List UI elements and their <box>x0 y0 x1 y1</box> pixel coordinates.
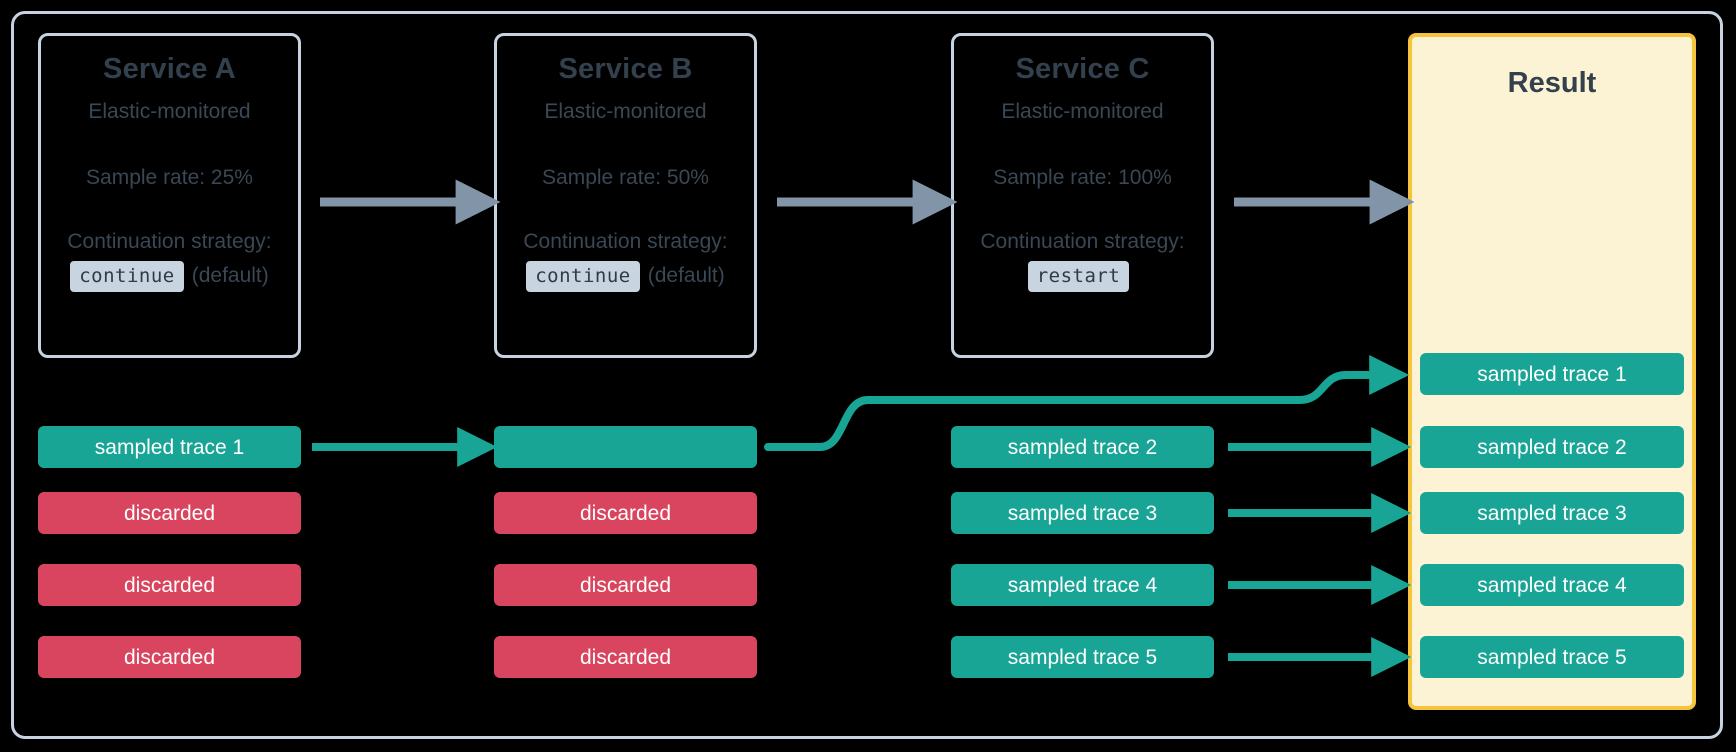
service-c-title: Service C <box>1015 53 1150 85</box>
trace-chip-c-4: sampled trace 5 <box>951 636 1214 678</box>
service-b-strategy: Continuation strategy: continue (default… <box>523 228 728 293</box>
service-b-sample-rate: Sample rate: 50% <box>542 166 709 190</box>
service-a-strategy-note: (default) <box>191 264 269 288</box>
service-c-strategy-label: Continuation strategy: <box>980 230 1185 254</box>
trace-chip-b-4: discarded <box>494 636 757 678</box>
trace-chip-b-3: discarded <box>494 564 757 606</box>
result-chip-2: sampled trace 2 <box>1420 426 1684 468</box>
service-a-subtitle: Elastic-monitored <box>88 99 251 123</box>
service-b-subtitle: Elastic-monitored <box>544 99 707 123</box>
service-panel-a: Service A Elastic-monitored Sample rate:… <box>38 33 301 358</box>
diagram-outer-frame <box>11 11 1723 739</box>
service-a-sample-rate: Sample rate: 25% <box>86 166 253 190</box>
trace-chip-a-3: discarded <box>38 564 301 606</box>
result-title: Result <box>1507 67 1597 99</box>
trace-chip-a-4: discarded <box>38 636 301 678</box>
service-a-title: Service A <box>103 53 236 85</box>
service-b-strategy-label: Continuation strategy: <box>523 230 728 254</box>
service-c-sample-rate: Sample rate: 100% <box>993 166 1172 190</box>
result-chip-3: sampled trace 3 <box>1420 492 1684 534</box>
service-a-strategy-value: continue <box>70 260 184 293</box>
trace-chip-b-1 <box>494 426 757 468</box>
result-chip-4: sampled trace 4 <box>1420 564 1684 606</box>
service-c-strategy-value: restart <box>1027 260 1130 293</box>
service-a-strategy: Continuation strategy: continue (default… <box>67 228 272 293</box>
trace-chip-c-2: sampled trace 3 <box>951 492 1214 534</box>
trace-chip-a-2: discarded <box>38 492 301 534</box>
service-b-strategy-value: continue <box>526 260 640 293</box>
service-panel-b: Service B Elastic-monitored Sample rate:… <box>494 33 757 358</box>
service-b-title: Service B <box>558 53 693 85</box>
trace-chip-c-1: sampled trace 2 <box>951 426 1214 468</box>
service-c-strategy: Continuation strategy: restart <box>980 228 1185 293</box>
service-c-subtitle: Elastic-monitored <box>1001 99 1164 123</box>
service-b-strategy-note: (default) <box>647 264 725 288</box>
service-panel-c: Service C Elastic-monitored Sample rate:… <box>951 33 1214 358</box>
trace-chip-b-2: discarded <box>494 492 757 534</box>
trace-chip-c-3: sampled trace 4 <box>951 564 1214 606</box>
result-chip-5: sampled trace 5 <box>1420 636 1684 678</box>
service-a-strategy-label: Continuation strategy: <box>67 230 272 254</box>
result-chip-1: sampled trace 1 <box>1420 353 1684 395</box>
trace-chip-a-1: sampled trace 1 <box>38 426 301 468</box>
